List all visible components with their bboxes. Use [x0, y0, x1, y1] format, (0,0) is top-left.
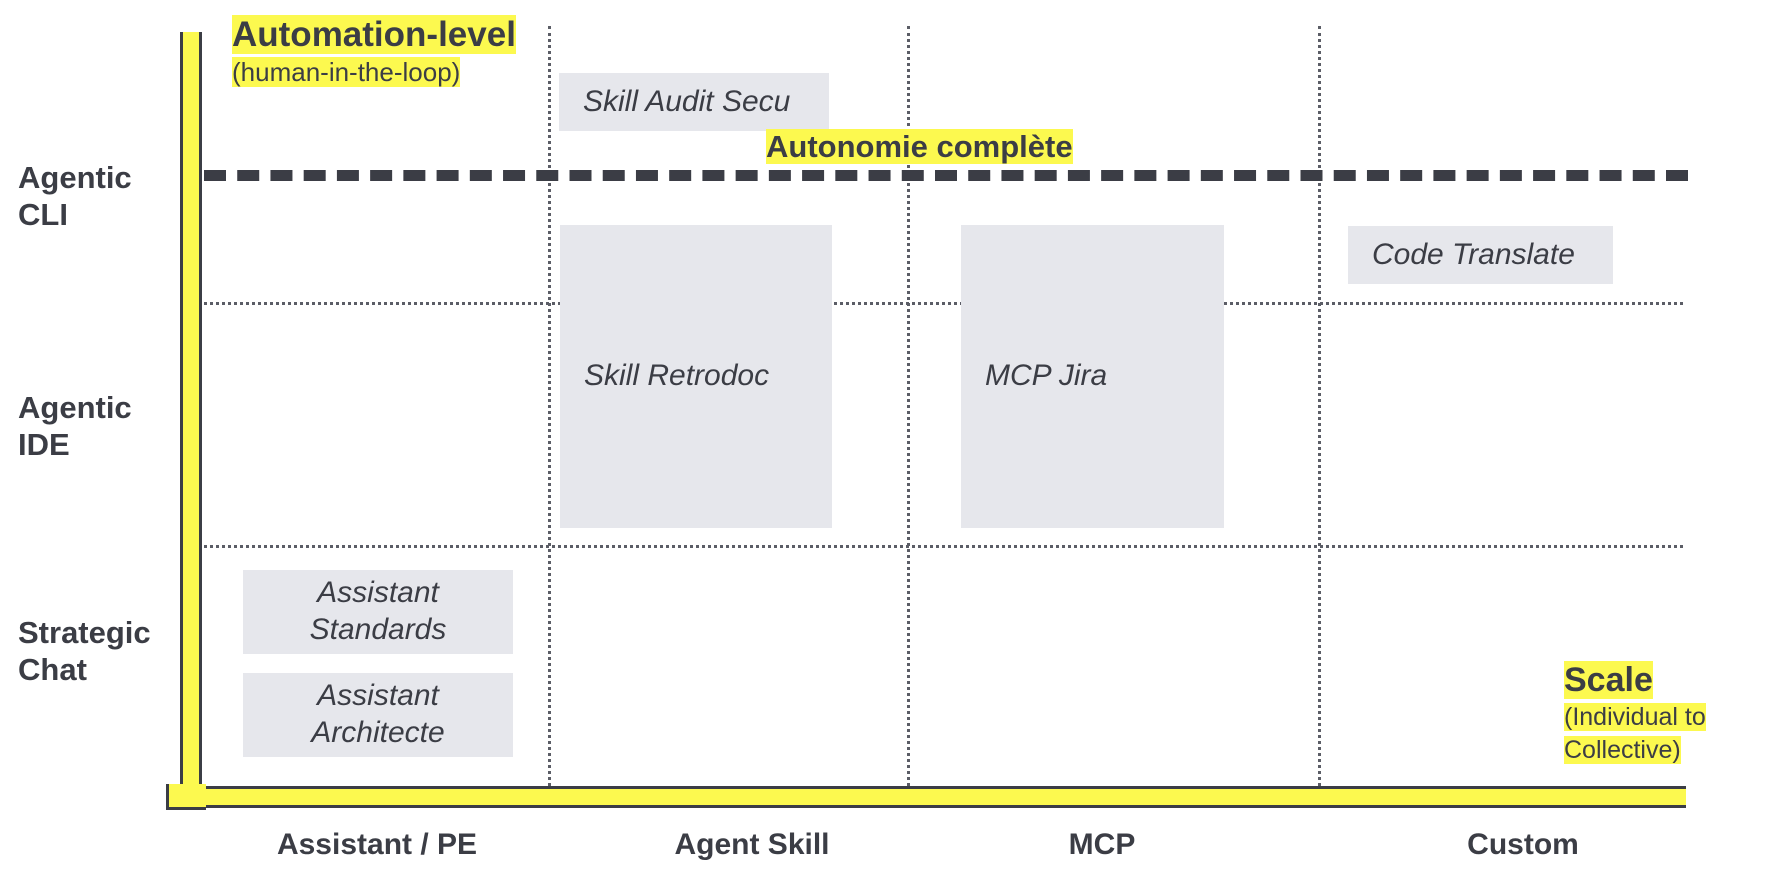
item-box-skill-audit-secu[interactable]: Skill Audit Secu — [559, 73, 829, 131]
y-axis-label-strategic-chat-line1: Strategic — [18, 615, 151, 650]
item-box-skill-retrodoc[interactable]: Skill Retrodoc — [560, 225, 832, 528]
y-axis-label-agentic-ide-line1: Agentic — [18, 390, 132, 425]
x-axis-label-agent-skill: Agent Skill — [674, 828, 830, 861]
x-axis-label-assistant-pe: Assistant / PE — [276, 828, 478, 861]
item-label-skill-audit-secu: Skill Audit Secu — [583, 84, 791, 118]
item-label-skill-retrodoc: Skill Retrodoc — [584, 359, 770, 393]
annotation-autonomie-complete: Autonomie complète — [766, 128, 1073, 165]
annotation-scale-title-text: Scale — [1564, 661, 1653, 699]
annotation-automation-level: Automation-level (human-in-the-loop) — [232, 14, 516, 89]
annotation-scale-sub-line1-text: (Individual to — [1564, 703, 1706, 732]
y-axis-label-strategic-chat-line2: Chat — [18, 651, 87, 687]
y-axis-label-agentic-ide: Agentic IDE — [18, 390, 178, 463]
annotation-scale-sub-line2-text: Collective) — [1564, 735, 1681, 764]
annotation-autonomie-complete-text: Autonomie complète — [766, 129, 1073, 164]
autonomy-threshold-line — [204, 170, 1688, 181]
y-axis-label-strategic-chat: Strategic Chat — [18, 615, 178, 688]
item-label-assistant-architecte-line1: Assistant — [317, 679, 439, 713]
annotation-automation-level-sub-text: (human-in-the-loop) — [232, 57, 461, 88]
annotation-automation-level-title-text: Automation-level — [232, 15, 516, 54]
y-axis-label-agentic-ide-line2: IDE — [18, 426, 70, 462]
item-box-assistant-architecte[interactable]: Assistant Architecte — [243, 673, 513, 757]
item-box-assistant-standards[interactable]: Assistant Standards — [243, 570, 513, 654]
x-axis-shaft — [166, 786, 1686, 808]
y-axis-label-agentic-cli-line2: CLI — [18, 196, 68, 232]
annotation-scale: Scale (Individual to Collective) — [1564, 660, 1764, 765]
y-axis-label-agentic-cli: Agentic CLI — [18, 160, 178, 233]
item-label-mcp-jira: MCP Jira — [985, 359, 1108, 393]
item-label-assistant-architecte-line2: Architecte — [311, 716, 445, 749]
annotation-scale-sub-line1: (Individual to — [1564, 702, 1764, 733]
annotation-scale-sub-line2: Collective) — [1564, 735, 1764, 766]
y-axis-shaft — [180, 32, 202, 787]
gridline-horizontal-2 — [204, 545, 1683, 548]
item-box-mcp-jira[interactable]: MCP Jira — [961, 225, 1224, 528]
x-axis-label-mcp: MCP — [1068, 828, 1136, 861]
annotation-automation-level-title: Automation-level — [232, 14, 516, 55]
y-axis-label-agentic-cli-line1: Agentic — [18, 160, 132, 195]
item-box-code-translate[interactable]: Code Translate — [1348, 226, 1613, 284]
gridline-horizontal-1 — [204, 302, 1683, 305]
item-label-code-translate: Code Translate — [1372, 237, 1575, 271]
x-axis-label-custom: Custom — [1467, 828, 1579, 861]
annotation-automation-level-sub: (human-in-the-loop) — [232, 57, 516, 89]
gridline-vertical-1 — [548, 26, 551, 786]
item-label-assistant-standards-line1: Assistant — [317, 576, 439, 610]
axis-corner — [166, 784, 206, 810]
gridline-vertical-3 — [1318, 26, 1321, 786]
item-label-assistant-standards-line2: Standards — [309, 613, 447, 646]
annotation-scale-title: Scale — [1564, 660, 1764, 700]
gridline-vertical-2 — [907, 26, 910, 786]
